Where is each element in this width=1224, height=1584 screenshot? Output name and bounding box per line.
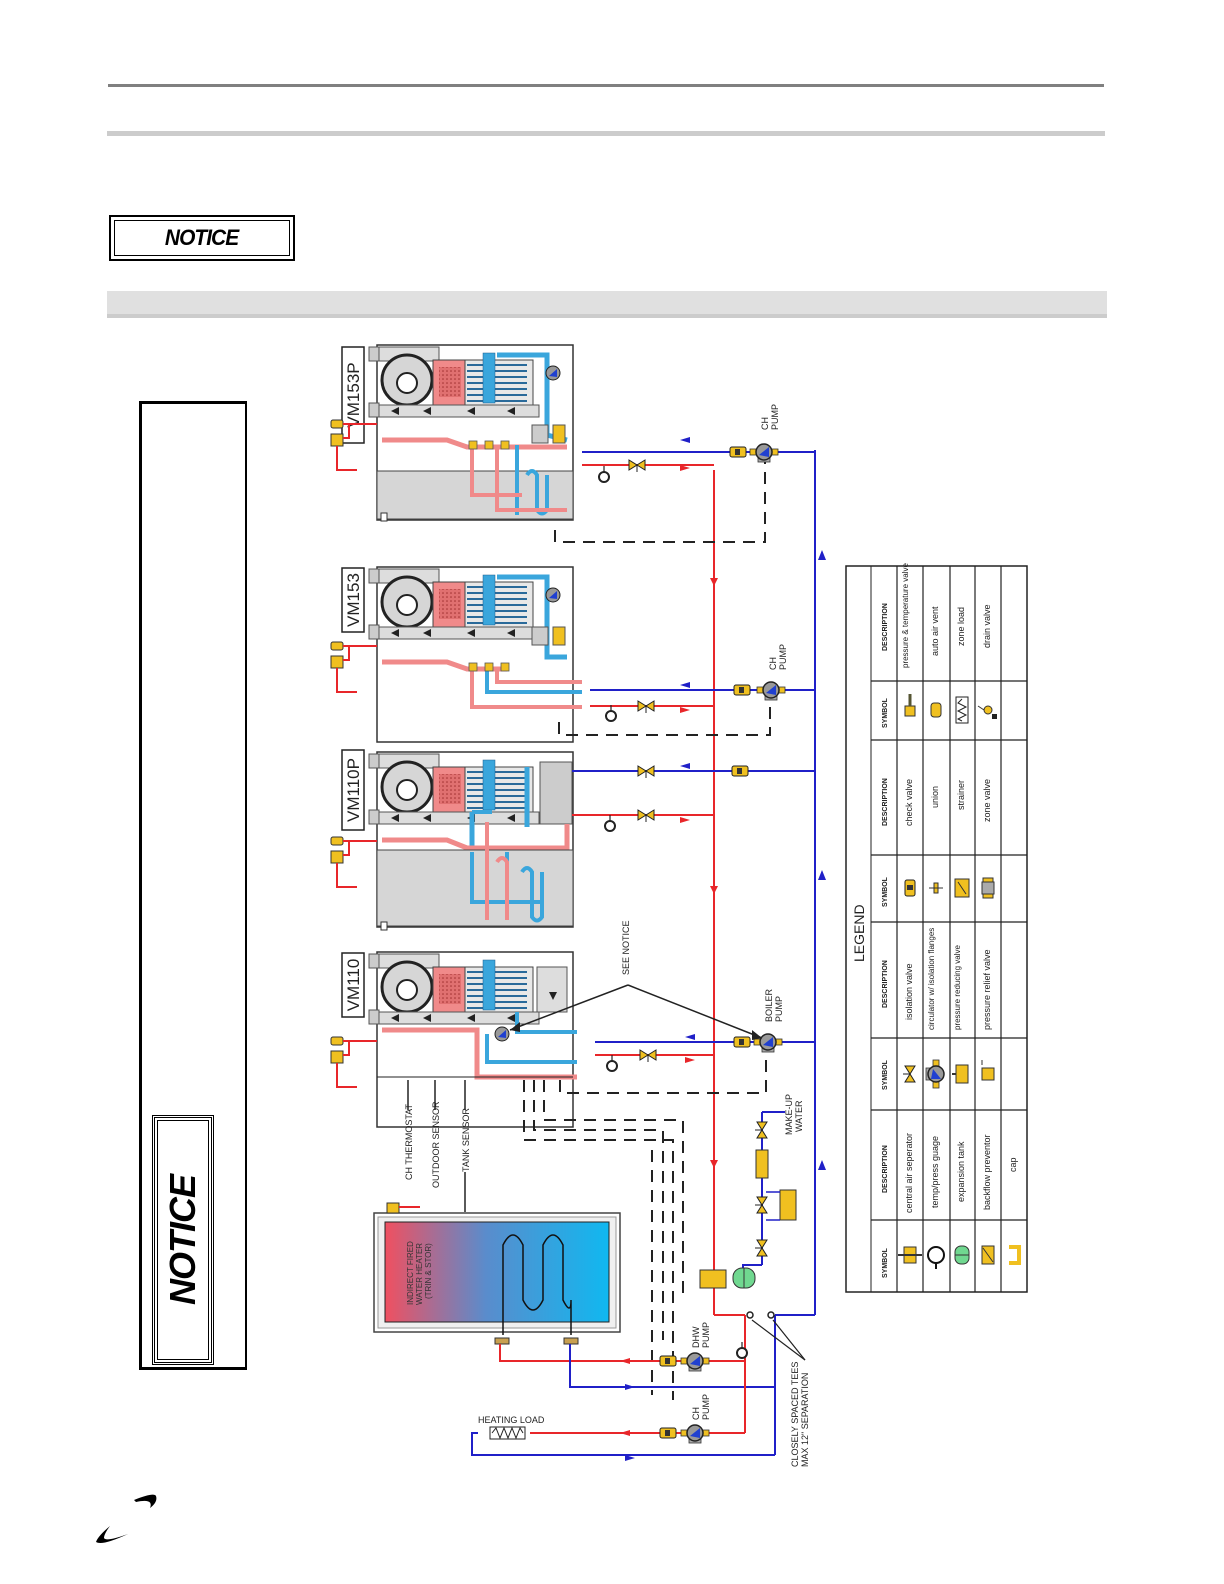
svg-text:union: union <box>930 786 940 808</box>
svg-text:cap: cap <box>1008 1157 1018 1172</box>
svg-text:SYMBOL: SYMBOL <box>882 876 889 907</box>
notice-badge-label: NOTICE <box>165 225 239 250</box>
central-air-separator-symbol <box>898 1246 922 1264</box>
svg-text:SYMBOL: SYMBOL <box>882 1059 889 1090</box>
see-notice-callout: SEE NOTICE <box>509 920 763 1040</box>
legend: LEGEND SYMBOL DESCRIPTION SYMBOL DESCRIP… <box>845 563 1028 1293</box>
pressure-relief-valve-symbol <box>981 1060 995 1081</box>
svg-text:auto air vent: auto air vent <box>930 606 940 656</box>
zone-valve-symbol <box>981 877 995 899</box>
boiler-vm110 <box>367 950 577 1129</box>
svg-text:INDIRECT FIRED WATER HEA: INDIRECT FIRED WATER HEATER (TRIN & STOR… <box>406 1239 433 1305</box>
pt-valve-symbol <box>904 694 916 717</box>
header-rule <box>108 84 1104 87</box>
check-valve-symbol <box>904 879 916 897</box>
svg-text:isolation valve: isolation valve <box>904 963 914 1020</box>
control-wiring: CH THERMOSTAT OUTDOOR SENSOR TANK SENSOR <box>404 1080 684 1400</box>
auto-air-vent-symbol <box>930 702 942 718</box>
svg-text:pressure relief valve: pressure relief valve <box>982 949 992 1030</box>
ch-loop: HEATING LOAD CHPUMP <box>471 1394 775 1461</box>
svg-text:DHWPUMP: DHWPUMP <box>691 1322 711 1348</box>
svg-text:VM110P: VM110P <box>344 758 363 822</box>
svg-text:CH THERMOSTAT: CH THERMOSTAT <box>404 1103 414 1180</box>
svg-text:DESCRIPTION: DESCRIPTION <box>882 778 889 826</box>
side-notice-panel: NOTICE <box>139 401 247 1370</box>
pt-valve <box>330 641 377 693</box>
boiler-model-label: VM153 <box>341 567 365 633</box>
backflow-preventor-symbol <box>981 1245 995 1265</box>
header-divider <box>107 131 1105 136</box>
temp-press-gauge-symbol <box>927 1246 945 1269</box>
svg-text:MAKE-UPWATER: MAKE-UPWATER <box>784 1094 804 1135</box>
dhw-loop: DHWPUMP <box>499 1322 775 1390</box>
svg-text:CHPUMP: CHPUMP <box>768 644 788 670</box>
svg-text:SYMBOL: SYMBOL <box>882 1247 889 1278</box>
svg-text:SEE NOTICE: SEE NOTICE <box>621 920 631 975</box>
svg-text:temp/press guage: temp/press guage <box>930 1136 940 1208</box>
svg-text:VM153: VM153 <box>344 573 363 627</box>
svg-text:CHPUMP: CHPUMP <box>691 1394 711 1420</box>
strainer-symbol <box>954 878 970 898</box>
svg-text:TANK SENSOR: TANK SENSOR <box>461 1108 471 1172</box>
union-symbol <box>929 882 943 894</box>
makeup-water-assembly: MAKE-UPWATER <box>699 1094 804 1289</box>
boiler-model-label: VM110P <box>341 749 365 831</box>
cap-symbol <box>1009 1245 1021 1265</box>
svg-text:pressure reducing valve: pressure reducing valve <box>953 945 962 1030</box>
expansion-tank-symbol <box>954 1245 970 1265</box>
svg-text:circulator w/ isolation flange: circulator w/ isolation flanges <box>927 928 936 1030</box>
svg-text:HEATING LOAD: HEATING LOAD <box>478 1415 545 1425</box>
svg-text:backflow preventor: backflow preventor <box>982 1134 992 1210</box>
closely-spaced-tees: CLOSELY SPACED TEESMAX 12" SEPARATION <box>714 1311 810 1467</box>
boiler-model-label: VM153P <box>341 346 365 444</box>
svg-text:zone load: zone load <box>956 607 966 646</box>
svg-text:zone valve: zone valve <box>982 779 992 822</box>
section-title-bar <box>107 291 1107 318</box>
svg-text:expansion tank: expansion tank <box>956 1141 966 1202</box>
svg-text:strainer: strainer <box>956 780 966 810</box>
pt-valve <box>330 419 377 471</box>
svg-text:VM110: VM110 <box>344 959 363 1012</box>
indirect-water-heater: INDIRECT FIRED WATER HEATER (TRIN & STOR… <box>373 1202 621 1345</box>
notice-badge: NOTICE <box>109 215 295 261</box>
zone-load-symbol <box>955 696 969 724</box>
side-notice-badge: NOTICE <box>152 1115 214 1365</box>
notice-badge-inner: NOTICE <box>114 220 290 256</box>
brand-logo-icon <box>96 1494 157 1543</box>
svg-text:BOILERPUMP: BOILERPUMP <box>764 988 784 1022</box>
system-supply-header <box>710 470 718 1315</box>
svg-text:VM153P: VM153P <box>344 362 363 427</box>
drain-valve-symbol <box>977 705 997 719</box>
svg-text:DESCRIPTION: DESCRIPTION <box>882 603 889 651</box>
svg-text:CHPUMP: CHPUMP <box>760 404 780 430</box>
svg-text:CLOSELY SPACED TEESMAX 12" SEP: CLOSELY SPACED TEESMAX 12" SEPARATION <box>790 1362 810 1467</box>
svg-text:pressure & temperature valve: pressure & temperature valve <box>901 563 910 668</box>
boiler-vm153p <box>367 343 575 522</box>
svg-text:SYMBOL: SYMBOL <box>882 697 889 728</box>
svg-text:DESCRIPTION: DESCRIPTION <box>882 1145 889 1193</box>
pt-valve <box>330 836 377 888</box>
svg-text:check valve: check valve <box>904 779 914 826</box>
svg-text:DESCRIPTION: DESCRIPTION <box>882 960 889 1008</box>
svg-text:OUTDOOR SENSOR: OUTDOOR SENSOR <box>431 1101 441 1188</box>
boiler-vm153 <box>367 565 582 744</box>
legend-title: LEGEND <box>851 904 867 962</box>
boiler-vm110p <box>367 750 575 931</box>
svg-text:drain valve: drain valve <box>982 604 992 648</box>
system-return-header <box>775 450 826 1316</box>
pt-valve <box>330 1036 377 1088</box>
boiler-model-label: VM110 <box>341 952 365 1018</box>
svg-text:central air seperator: central air seperator <box>904 1133 914 1213</box>
pressure-reducing-valve-symbol <box>952 1064 969 1084</box>
